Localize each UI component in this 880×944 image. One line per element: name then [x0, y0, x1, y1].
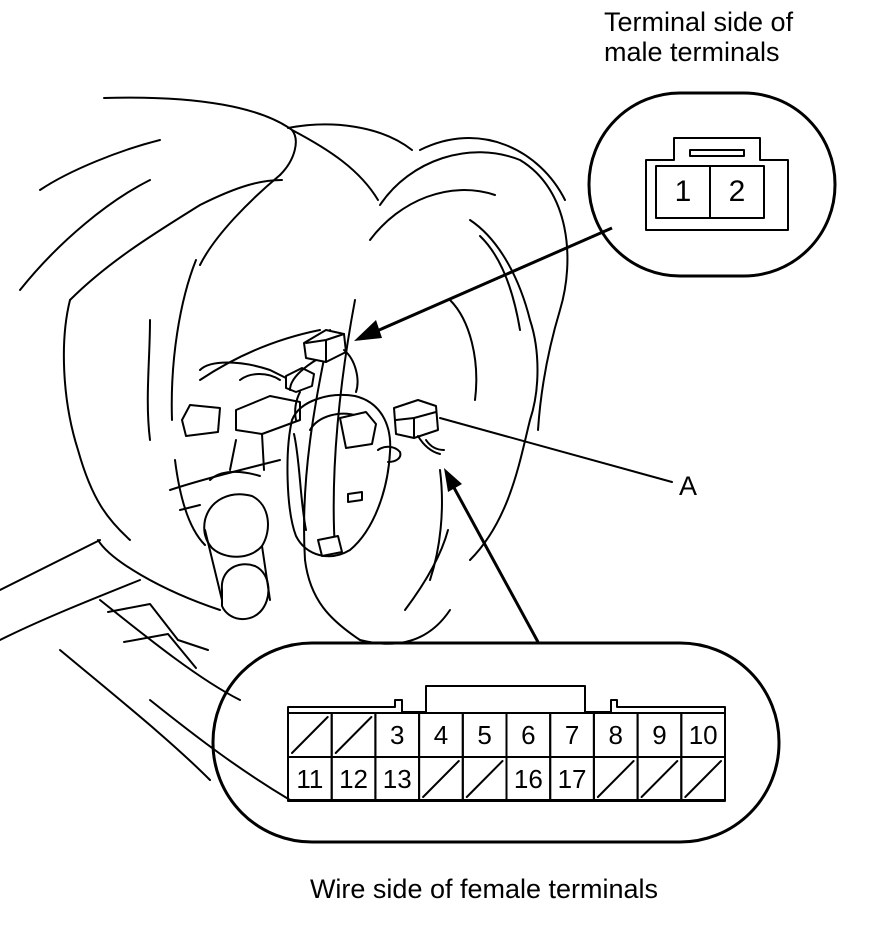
column-switch-assembly [174, 329, 445, 621]
female-pin-11: 11 [296, 764, 323, 794]
female-pin-4: 4 [434, 720, 448, 750]
female-pin-9: 9 [652, 720, 666, 750]
female-pin-13: 13 [383, 764, 412, 794]
female-pin-10: 10 [689, 720, 718, 750]
male-terminal-title-line1: Terminal side of [604, 7, 794, 37]
unused-cavity-slash [334, 716, 373, 754]
female-pin-5: 5 [477, 720, 491, 750]
female-pin-6: 6 [521, 720, 535, 750]
steering-wheel [303, 137, 569, 645]
female-pin-12: 12 [339, 764, 368, 794]
unused-cavity-slash [422, 760, 460, 798]
female-pin-17: 17 [558, 764, 587, 794]
female-cavity [680, 756, 726, 802]
female-pin-3: 3 [390, 720, 404, 750]
leader-lines [354, 226, 673, 643]
unused-cavity-slash [291, 716, 329, 754]
female-pin-7: 7 [565, 720, 579, 750]
male-terminal-callout: 1 2 [587, 91, 837, 278]
male-terminal-title-line2: male terminals [604, 37, 780, 67]
callout-a-label: A [679, 471, 697, 501]
unused-cavity-slash [640, 760, 679, 798]
male-pin-1: 1 [675, 175, 692, 208]
unused-cavity-slash [684, 760, 722, 798]
female-pin-16: 16 [514, 764, 543, 794]
female-terminal-title: Wire side of female terminals [310, 874, 658, 904]
female-pin-8: 8 [609, 720, 623, 750]
male-pin-2: 2 [729, 175, 746, 208]
unused-cavity-slash [596, 760, 635, 798]
unused-cavity-slash [465, 760, 504, 798]
dashboard-illustration [0, 96, 413, 801]
